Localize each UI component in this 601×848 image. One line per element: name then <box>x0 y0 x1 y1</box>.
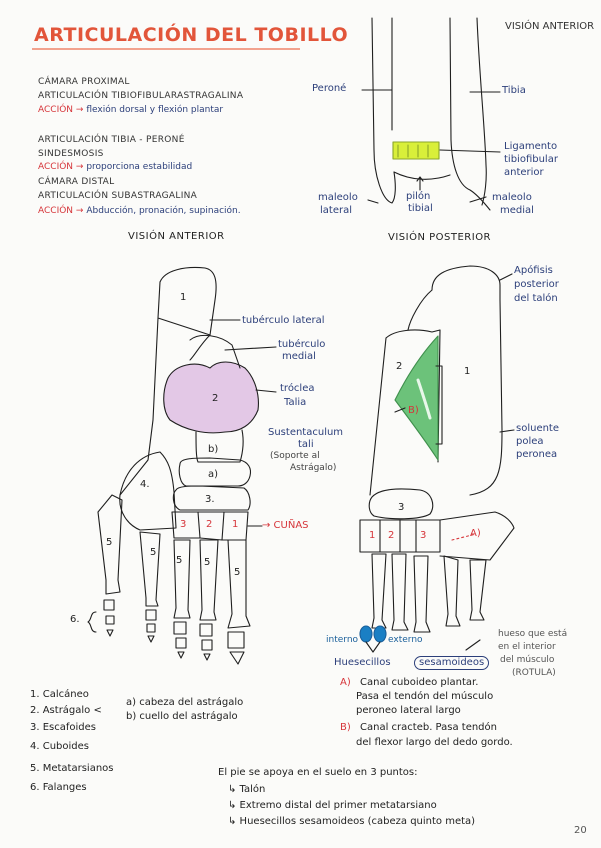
left-num-a: a) <box>208 470 218 480</box>
left-num-2: 2 <box>212 394 218 404</box>
canal-a-1: Canal cuboideo plantar. <box>360 678 478 688</box>
canal-a-tag: A) <box>340 678 351 688</box>
label-maleolo-lateral-1: maleolo <box>318 193 358 203</box>
support-heading: El pie se apoya en el suelo en 3 puntos: <box>218 768 418 778</box>
left-num-5b: 5 <box>150 548 156 558</box>
legend-5: 5. Metatarsianos <box>30 764 114 774</box>
note-4: (ROTULA) <box>512 669 556 678</box>
label-solvente-1: soluente <box>516 424 559 434</box>
label-maleolo-lateral-2: lateral <box>320 206 352 216</box>
ankle-vision-anterior: VISIÓN ANTERIOR <box>505 22 594 32</box>
left-num-6: 6. <box>70 615 80 625</box>
label-apofisis-3: del talón <box>514 294 558 304</box>
page-number: 20 <box>574 826 587 836</box>
right-num-1: 1 <box>464 367 470 377</box>
support-point-2: ↳ Extremo distal del primer metatarsiano <box>228 801 437 811</box>
canal-b-2: del flexor largo del dedo gordo. <box>356 738 513 748</box>
legend-3: 3. Escafoides <box>30 723 96 733</box>
label-soporte-1: (Soporte al <box>270 452 320 461</box>
cuna-2: 2 <box>206 520 212 530</box>
label-ligamento-2: tibiofibular <box>504 155 558 165</box>
label-soporte-2: Astrágalo) <box>290 464 336 473</box>
cuna-3: 3 <box>180 520 186 530</box>
label-tuberculo-lateral: tubérculo lateral <box>242 316 325 326</box>
label-tibia: Tibia <box>502 86 526 96</box>
support-point-3: ↳ Huesecillos sesamoideos (cabeza quinto… <box>228 817 475 827</box>
left-num-4: 4. <box>140 480 150 490</box>
label-solvente-2: polea <box>516 437 544 447</box>
right-foot-diagram <box>360 266 514 652</box>
legend-1: 1. Calcáneo <box>30 690 89 700</box>
right-cuna-1: 1 <box>369 531 375 541</box>
label-solvente-3: peronea <box>516 450 557 460</box>
right-num-2: 2 <box>396 362 402 372</box>
label-maleolo-medial-2: medial <box>500 206 534 216</box>
right-num-3: 3 <box>398 503 404 513</box>
label-tuberculo-medial-2: medial <box>282 352 316 362</box>
left-num-1: 1 <box>180 293 186 303</box>
label-perone: Peroné <box>312 84 346 94</box>
label-ligamento-3: anterior <box>504 168 544 178</box>
label-apofisis-2: posterior <box>514 280 559 290</box>
legend-4: 4. Cuboides <box>30 742 89 752</box>
label-ligamento-1: Ligamento <box>504 142 557 152</box>
legend-2a: a) cabeza del astrágalo <box>126 698 243 708</box>
left-num-5c: 5 <box>176 556 182 566</box>
label-troclea-2: Talia <box>284 398 306 408</box>
note-3: del músculo <box>500 656 554 665</box>
cuna-1: 1 <box>232 520 238 530</box>
left-num-5d: 5 <box>204 558 210 568</box>
right-cuna-3: 3 <box>420 531 426 541</box>
right-cuna-2: 2 <box>388 531 394 541</box>
left-foot-diagram <box>88 268 276 664</box>
label-interno: interno <box>326 636 358 645</box>
ankle-diagram <box>362 18 500 210</box>
label-sustentaculum-1: Sustentaculum <box>268 428 343 438</box>
canal-b-1: Canal cracteb. Pasa tendón <box>360 723 497 733</box>
right-num-B: B) <box>408 406 419 416</box>
label-apofisis-1: Apófisis <box>514 266 553 276</box>
left-num-3: 3. <box>205 495 215 505</box>
label-sustentaculum-2: tali <box>298 440 314 450</box>
legend-6: 6. Falanges <box>30 783 87 793</box>
ligament-highlight <box>393 142 439 159</box>
note-2: en el interior <box>498 643 556 652</box>
label-pilon-2: tibial <box>408 204 433 214</box>
canal-a-2: Pasa el tendón del músculo <box>356 692 493 702</box>
left-num-5a: 5 <box>106 538 112 548</box>
label-cunas: → CUÑAS <box>262 521 309 531</box>
support-point-1: ↳ Talón <box>228 785 265 795</box>
label-externo: externo <box>388 636 423 645</box>
label-huesecillos: Huesecillos <box>334 658 391 668</box>
canal-a-3: peroneo lateral largo <box>356 706 461 716</box>
legend-2b: b) cuello del astrágalo <box>126 712 238 722</box>
note-1: hueso que está <box>498 630 567 639</box>
canal-b-tag: B) <box>340 723 351 733</box>
legend-2: 2. Astrágalo < <box>30 706 102 716</box>
label-tuberculo-medial-1: tubérculo <box>278 340 325 350</box>
label-maleolo-medial-1: maleolo <box>492 193 532 203</box>
label-pilon-1: pilón <box>406 192 430 202</box>
right-num-A: A) <box>470 529 481 539</box>
label-troclea-1: tróclea <box>280 384 315 394</box>
left-num-b: b) <box>208 445 218 455</box>
label-sesamoideos: sesamoideos <box>414 656 489 670</box>
left-num-5e: 5 <box>234 568 240 578</box>
